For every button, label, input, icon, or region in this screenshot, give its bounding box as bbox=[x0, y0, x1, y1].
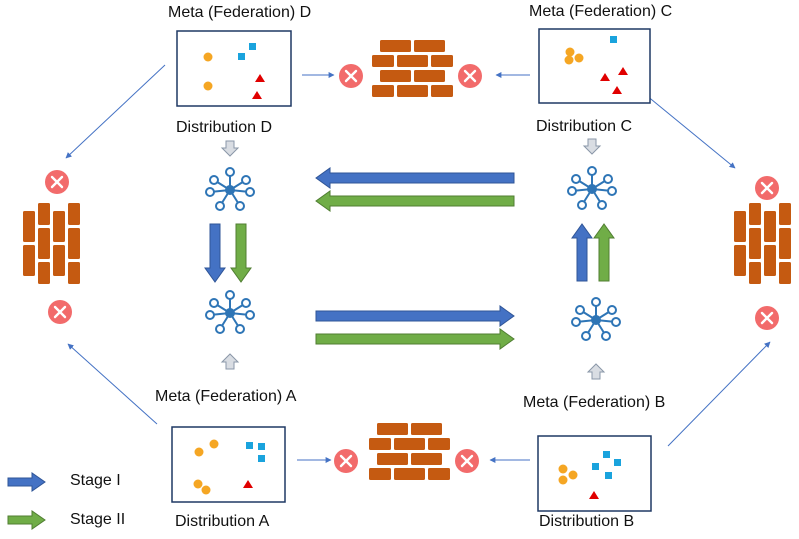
blue-square bbox=[605, 472, 612, 479]
red-triangle bbox=[255, 74, 265, 82]
red-triangle bbox=[600, 73, 610, 81]
label-distribution-a: Distribution A bbox=[175, 513, 270, 530]
stage2-arrow-bottom bbox=[315, 328, 515, 350]
orange-dot bbox=[565, 47, 575, 57]
blocked-x-icon bbox=[753, 174, 781, 202]
blue-square bbox=[258, 455, 265, 462]
connector-lines bbox=[65, 64, 771, 463]
blue-square bbox=[249, 43, 256, 50]
orange-dot bbox=[209, 439, 219, 449]
red-triangle bbox=[612, 86, 622, 94]
network-hub-icon bbox=[205, 167, 255, 211]
legend-stage2-label: Stage II bbox=[70, 511, 126, 528]
blue-square bbox=[258, 443, 265, 450]
blue-square bbox=[238, 53, 245, 60]
blocked-x-icon bbox=[753, 304, 781, 332]
network-hub-icon bbox=[571, 297, 621, 341]
network-hub-icon bbox=[205, 290, 255, 334]
blue-square bbox=[603, 451, 610, 458]
orange-dot bbox=[568, 470, 578, 480]
stage1-arrow-bottom bbox=[315, 305, 515, 327]
red-triangle bbox=[618, 67, 628, 75]
orange-dot bbox=[574, 53, 584, 63]
label-meta-a: Meta (Federation) A bbox=[155, 388, 297, 405]
blue-square bbox=[592, 463, 599, 470]
gray-down-arrow-icon bbox=[221, 140, 239, 157]
orange-dot bbox=[564, 55, 574, 65]
orange-dot bbox=[194, 447, 204, 457]
orange-dot bbox=[193, 479, 203, 489]
blocked-x-icon bbox=[43, 168, 71, 196]
label-meta-b: Meta (Federation) B bbox=[523, 394, 666, 411]
blocked-x-icon bbox=[337, 62, 365, 90]
blue-square bbox=[614, 459, 621, 466]
stage1-arrow-left bbox=[204, 223, 226, 283]
red-triangle bbox=[243, 480, 253, 488]
orange-dot bbox=[201, 485, 211, 495]
legend-stage1-label: Stage I bbox=[70, 472, 121, 489]
orange-dot bbox=[558, 464, 568, 474]
label-distribution-b: Distribution B bbox=[539, 513, 635, 530]
stage1-arrow-right bbox=[571, 223, 593, 282]
red-triangle bbox=[589, 491, 599, 499]
stage2-arrow-right bbox=[593, 223, 615, 282]
panel-meta-d bbox=[176, 30, 292, 107]
orange-dot bbox=[203, 81, 213, 91]
brick-wall-icon bbox=[23, 203, 80, 284]
brick-wall-icon bbox=[734, 203, 791, 284]
gray-up-arrow-icon bbox=[587, 363, 605, 380]
gray-up-arrow-icon bbox=[221, 353, 239, 370]
blocked-x-icon bbox=[332, 447, 360, 475]
brick-wall-icon bbox=[369, 423, 450, 480]
gray-down-arrow-icon bbox=[583, 138, 601, 155]
panel-meta-c bbox=[538, 28, 651, 104]
blocked-x-icon bbox=[46, 298, 74, 326]
stage2-arrow-top bbox=[315, 190, 515, 212]
panel-distribution-a bbox=[171, 426, 286, 503]
panel-distribution-b bbox=[537, 435, 652, 512]
stage2-arrow-left bbox=[230, 223, 252, 283]
blue-square bbox=[246, 442, 253, 449]
blocked-x-icon bbox=[456, 62, 484, 90]
label-meta-c: Meta (Federation) C bbox=[529, 3, 673, 20]
blocked-x-icon bbox=[453, 447, 481, 475]
red-triangle bbox=[252, 91, 262, 99]
legend-stage2-arrow-icon bbox=[7, 510, 46, 530]
network-hub-icon bbox=[567, 166, 617, 210]
label-distribution-d: Distribution D bbox=[176, 119, 273, 136]
label-meta-d: Meta (Federation) D bbox=[168, 4, 312, 21]
legend-stage1-arrow-icon bbox=[7, 472, 46, 492]
brick-wall-icon bbox=[372, 40, 453, 97]
orange-dot bbox=[203, 52, 213, 62]
orange-dot bbox=[558, 475, 568, 485]
blue-square bbox=[610, 36, 617, 43]
stage1-arrow-top bbox=[315, 167, 515, 189]
label-distribution-c: Distribution C bbox=[536, 118, 633, 135]
